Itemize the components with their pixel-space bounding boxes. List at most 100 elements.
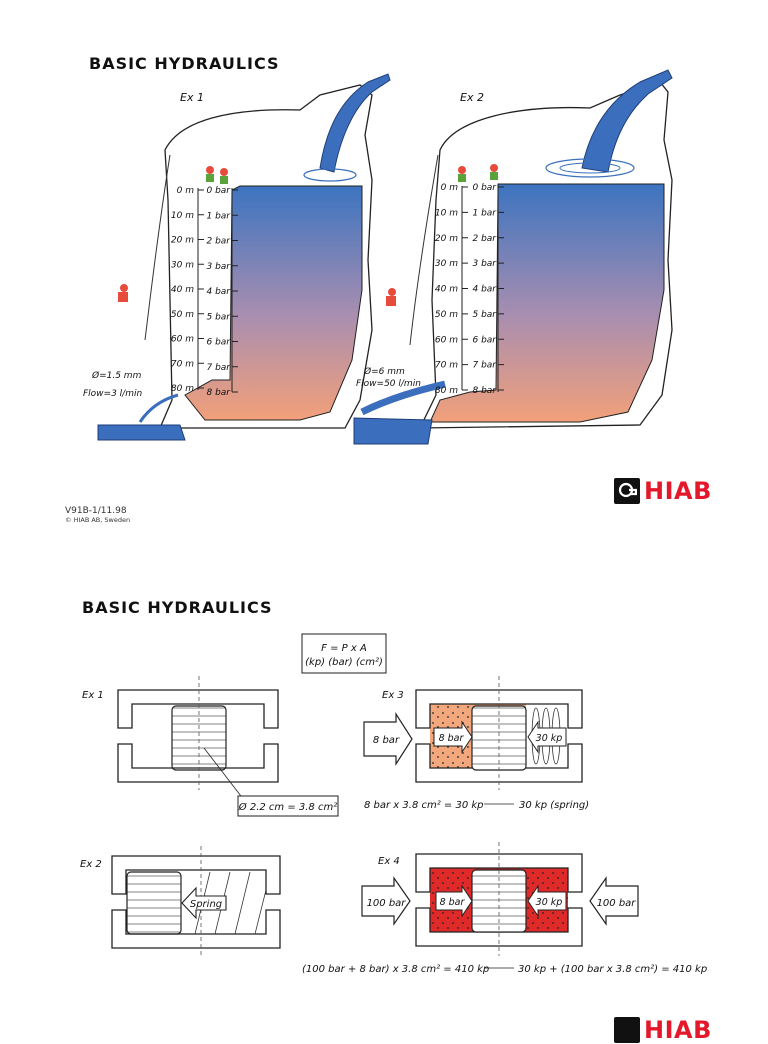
pressure-label: 6 bar <box>206 338 231 348</box>
arrow-ex4-spring <box>527 884 567 918</box>
depth-label: 80 m <box>435 386 458 396</box>
pressure-label: 1 bar <box>206 211 231 221</box>
ex3-equation-left: 8 bar x 3.8 cm² = 30 kp <box>364 800 484 811</box>
depth-label: 60 m <box>435 335 458 345</box>
pressure-label: 0 bar <box>206 186 231 196</box>
ex4-cyl-label: Ex 4 <box>378 856 400 867</box>
ex3-spring-force: 30 kp <box>536 733 563 744</box>
cylinder-ex1: Ex 1 Ø 2.2 cm = 3.8 cm² <box>82 676 339 817</box>
ex1-label: Ex 1 <box>180 91 204 104</box>
jet-ex2 <box>360 380 446 416</box>
ex1-diameter: Ø=1.5 mm <box>91 370 142 381</box>
pressure-labels-ex2: 0 bar 1 bar 2 bar 3 bar 4 bar 5 bar 6 bar 7 bar… <box>472 183 504 396</box>
ex2-label: Ex 2 <box>460 91 484 104</box>
arrow-ex4-right <box>589 876 639 926</box>
water-column-ex2 <box>429 183 665 423</box>
depth-label: 80 m <box>171 384 194 394</box>
ex2-diameter: Ø=6 mm <box>363 366 405 377</box>
ex3-cyl-label: Ex 3 <box>382 690 404 701</box>
water-column-ex1 <box>184 185 363 421</box>
cylinder-ex3: Ex 3 8 bar 8 bar 30 kp 8 bar x 3.8 cm² =… <box>363 676 589 811</box>
depth-label: 10 m <box>171 211 194 221</box>
ex2-spring-label: Spring <box>190 899 222 910</box>
pressure-label: 4 bar <box>472 285 497 295</box>
depth-label: 30 m <box>435 259 458 269</box>
hiab-logo: HIAB <box>614 477 712 505</box>
ex2-flow: Flow=50 l/min <box>356 379 421 389</box>
page2-title: BASIC HYDRAULICS <box>82 598 273 617</box>
pressure-label: 6 bar <box>472 335 497 345</box>
depth-label: 0 m <box>177 186 195 196</box>
ex4-spring-force: 30 kp <box>536 897 563 908</box>
rope-ex2 <box>409 154 439 346</box>
pool-ex1 <box>97 424 186 441</box>
footer: V91B-1/11.98 © HIAB AB, Sweden <box>65 506 130 524</box>
pressure-label: 4 bar <box>206 287 231 297</box>
pressure-label: 8 bar <box>206 388 231 398</box>
pressure-label: 1 bar <box>472 208 497 218</box>
ex1-area-note: Ø 2.2 cm = 3.8 cm² <box>238 801 337 813</box>
arrow-ex3-piston <box>433 720 473 754</box>
depth-label: 30 m <box>171 260 194 270</box>
tank-ex2: Ex 2 0 m 10 m 20 m 30 m 40 m 50 m 60 m 70 m 80 m… <box>353 69 673 445</box>
pressure-label: 0 bar <box>472 183 497 193</box>
pressure-label: 3 bar <box>206 262 231 272</box>
pool-ex2 <box>353 417 433 445</box>
waterfall-ex2 <box>581 69 673 173</box>
ex1-flow: Flow=3 l/min <box>83 389 142 399</box>
depth-label: 50 m <box>171 310 194 320</box>
splash-ex1 <box>303 168 357 182</box>
ex3-input-pressure: 8 bar <box>373 735 400 746</box>
depth-label: 50 m <box>435 310 458 320</box>
ex1-cyl-label: Ex 1 <box>82 690 104 701</box>
formula-line1: F = P x A <box>321 643 367 654</box>
formula-line2: (kp) (bar) (cm²) <box>305 657 383 668</box>
depth-label: 70 m <box>171 359 194 369</box>
cylinder-ex2: Ex 2 Spring <box>80 846 281 958</box>
pressure-label: 7 bar <box>472 361 497 371</box>
pressure-label: 3 bar <box>472 259 497 269</box>
arrow-ex2-spring <box>181 886 227 920</box>
cylinder-ex4: Ex 4 100 bar + 8 bar 30 kp + 100 bar (10… <box>302 842 707 975</box>
depth-labels-ex1: 0 m 10 m 20 m 30 m 40 m 50 m 60 m 70 m 80 m <box>171 186 204 394</box>
depth-label: 20 m <box>435 234 458 244</box>
pressure-label: 7 bar <box>206 363 231 373</box>
depth-label: 70 m <box>435 361 458 371</box>
pressure-label: 8 bar <box>472 386 497 396</box>
piston-ex2 <box>126 871 182 935</box>
ex2-cyl-label: Ex 2 <box>80 859 102 870</box>
diver-figure-ex1 <box>118 166 228 302</box>
ex4-right-pressure: 100 bar <box>597 898 637 909</box>
depth-label: 10 m <box>435 208 458 218</box>
ex4-equation-left: (100 bar + 8 bar) x 3.8 cm² = 410 kp <box>302 964 489 975</box>
pressure-label: 2 bar <box>206 237 231 247</box>
depth-label: 60 m <box>171 335 194 345</box>
arrow-ex3-spring <box>527 720 567 754</box>
hiab-logo-page2: HIAB <box>614 1016 712 1044</box>
tank-ex1: Ex 1 0 m 10 m 20 m 30 m 40 m 50 m 60 m 70 m 80 m… <box>83 73 391 441</box>
plus-icon: + <box>570 894 580 908</box>
pressure-label: 5 bar <box>472 310 497 320</box>
copyright: © HIAB AB, Sweden <box>65 516 131 524</box>
waterfall-ex1 <box>319 73 391 173</box>
arrow-ex4-left <box>361 876 411 926</box>
depth-label: 40 m <box>435 285 458 295</box>
hiab-logo-mark-icon <box>614 478 640 504</box>
hiab-logo-mark-icon <box>614 1017 640 1043</box>
depth-label: 0 m <box>441 183 459 193</box>
depth-labels-ex2: 0 m 10 m 20 m 30 m 40 m 50 m 60 m 70 m 80 m <box>435 183 468 396</box>
jet-ex1 <box>138 393 179 423</box>
formula-box: F = P x A (kp) (bar) (cm²) <box>301 633 387 674</box>
rope-ex1 <box>144 154 171 341</box>
arrow-ex3-input <box>363 711 413 767</box>
ex3-equation-right: 30 kp (spring) <box>519 800 589 811</box>
document-code: V91B-1/11.98 <box>65 506 127 516</box>
ex4-equation-right: 30 kp + (100 bar x 3.8 cm²) = 410 kp <box>518 964 707 975</box>
arrow-ex4-piston <box>435 884 473 918</box>
pressure-label: 2 bar <box>472 234 497 244</box>
depth-label: 20 m <box>171 236 194 246</box>
diver-figure-ex2 <box>386 164 498 306</box>
depth-label: 40 m <box>171 285 194 295</box>
